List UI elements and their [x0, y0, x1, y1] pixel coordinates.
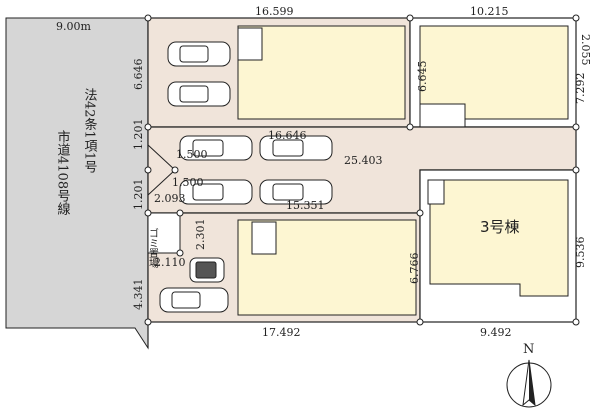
dim-lane-mid: 25.403: [344, 154, 383, 167]
car-1: [167, 41, 231, 67]
road-name-vertical-1: 市道4108号線: [55, 129, 71, 215]
dim-opening-upper: 1.201: [132, 119, 145, 151]
dim-corner-lower: 1.500: [172, 176, 204, 189]
dim-lot1-left: 6.646: [132, 59, 145, 91]
road-name-col2: 法42条1項1号: [82, 88, 98, 174]
north-label: N: [523, 342, 534, 357]
garbage-label: ゴミ置場: [147, 227, 159, 269]
dim-lot3-vertical: 2.301: [194, 219, 207, 251]
car-2: [167, 81, 231, 107]
car-8: [159, 287, 229, 313]
corner-cut-1: [147, 144, 176, 171]
lot-3-building: [429, 179, 569, 297]
road-name-col1: 市道4108号線: [55, 129, 71, 215]
car-6: [259, 179, 333, 205]
car-7: [189, 257, 225, 283]
car-4: [259, 135, 333, 161]
lot-1-porch: [237, 27, 263, 61]
public-road: [5, 17, 149, 350]
dim-top-right: 10.215: [470, 5, 509, 18]
survey-points: [144, 14, 580, 326]
dim-right-mid: 7.292: [574, 73, 587, 105]
lot-1-building: [237, 25, 406, 120]
dim-top-left: 16.599: [255, 5, 294, 18]
lot-3-porch: [427, 179, 445, 205]
dim-corner-upper: 1.500: [176, 148, 208, 161]
car-3: [179, 135, 253, 161]
north-arrow: N: [506, 342, 552, 408]
garbage-area: [147, 212, 181, 254]
dim-lot3-inner: 6.766: [408, 253, 421, 285]
dim-lane-upper: 16.646: [268, 129, 307, 142]
road-width-label: 9.00m: [56, 20, 91, 33]
car-5: [179, 179, 253, 205]
building-3-label: 3号棟: [480, 218, 520, 236]
dim-right-top: 2.055: [579, 34, 592, 66]
dim-bottom-right: 9.492: [480, 326, 512, 339]
dim-lot3-left-bottom: 4.341: [132, 279, 145, 311]
dim-right-bottom: 9.536: [574, 237, 587, 269]
dim-lot3-width: 2.110: [154, 256, 186, 269]
dim-lane-lower: 15.351: [286, 199, 325, 212]
corner-cut-2: [147, 169, 176, 196]
dim-lot2-left: 6.645: [416, 61, 429, 93]
dim-lot3-side: 2.093: [154, 192, 186, 205]
dim-bottom-left: 17.492: [262, 326, 301, 339]
road-name-vertical-2: 法42条1項1号: [82, 88, 98, 174]
lot-4-porch: [251, 221, 277, 255]
dim-opening-lower: 1.201: [132, 179, 145, 211]
